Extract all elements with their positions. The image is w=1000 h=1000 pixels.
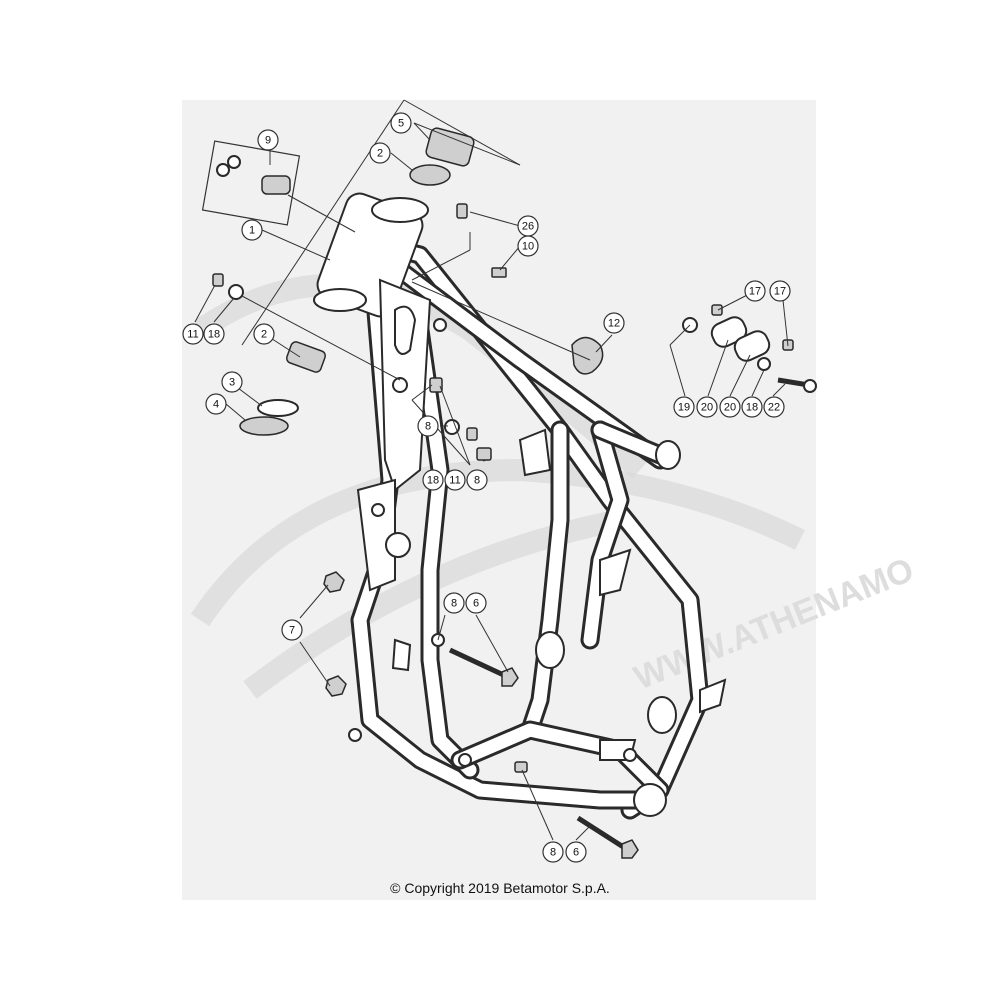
leader-lines — [194, 99, 789, 841]
callout-circle — [444, 469, 466, 491]
callout-label: 18 — [427, 475, 439, 487]
callout-8: 8 — [417, 415, 439, 437]
callout-label: 2 — [377, 148, 383, 160]
callout-20: 20 — [696, 396, 718, 418]
callout-18: 18 — [203, 323, 225, 345]
callout-circle — [673, 396, 695, 418]
callout-circle — [369, 142, 391, 164]
callout-17: 17 — [769, 280, 791, 302]
callout-label: 11 — [449, 475, 460, 487]
callout-22: 22 — [763, 396, 785, 418]
callout-circle — [744, 280, 766, 302]
callout-18: 18 — [741, 396, 763, 418]
callout-circle — [443, 592, 465, 614]
callout-circle — [417, 415, 439, 437]
callout-label: 3 — [229, 377, 235, 389]
callout-label: 26 — [522, 221, 534, 233]
callout-2: 2 — [369, 142, 391, 164]
callout-label: 4 — [213, 399, 219, 411]
callout-circle — [203, 323, 225, 345]
callout-10: 10 — [517, 235, 539, 257]
callout-label: 6 — [573, 847, 579, 859]
callout-8: 8 — [443, 592, 465, 614]
callout-label: 1 — [249, 225, 255, 237]
callout-circle — [465, 592, 487, 614]
callout-circle — [281, 619, 303, 641]
callout-18: 18 — [422, 469, 444, 491]
callout-19: 19 — [673, 396, 695, 418]
callout-label: 19 — [678, 402, 690, 414]
callout-circle — [763, 396, 785, 418]
callout-circle — [603, 312, 625, 334]
callout-8: 8 — [466, 469, 488, 491]
callout-label: 17 — [749, 286, 761, 298]
callout-1: 1 — [241, 219, 263, 241]
callout-label: 22 — [768, 402, 780, 414]
callout-11: 11 — [182, 323, 204, 345]
callout-label: 6 — [473, 598, 479, 610]
callout-label: 17 — [774, 286, 786, 298]
callout-6: 6 — [465, 592, 487, 614]
callout-circle — [253, 323, 275, 345]
callout-label: 8 — [550, 847, 556, 859]
callout-circle — [422, 469, 444, 491]
frame-main — [313, 192, 727, 820]
callout-label: 20 — [701, 402, 713, 414]
callout-circle — [565, 841, 587, 863]
callout-label: 5 — [398, 118, 404, 130]
callout-12: 12 — [603, 312, 625, 334]
callout-label: 10 — [522, 241, 534, 253]
callout-label: 2 — [261, 329, 267, 341]
callout-circle — [542, 841, 564, 863]
callout-2: 2 — [253, 323, 275, 345]
callout-circle — [517, 235, 539, 257]
callout-label: 18 — [208, 329, 220, 341]
callout-3: 3 — [221, 371, 243, 393]
callout-label: 8 — [451, 598, 457, 610]
callout-7: 7 — [281, 619, 303, 641]
callout-circle — [182, 323, 204, 345]
callout-label: 8 — [425, 421, 431, 433]
callout-label: 8 — [474, 475, 480, 487]
callout-5: 5 — [390, 112, 412, 134]
callout-circle — [257, 129, 279, 151]
callout-20: 20 — [719, 396, 741, 418]
callout-circle — [769, 280, 791, 302]
small-parts — [201, 127, 817, 859]
callout-11: 11 — [444, 469, 466, 491]
callout-label: 11 — [187, 329, 198, 341]
callout-circle — [741, 396, 763, 418]
copyright-text: © Copyright 2019 Betamotor S.p.A. — [390, 880, 610, 896]
callout-label: 7 — [289, 625, 295, 637]
callout-8: 8 — [542, 841, 564, 863]
callout-circle — [241, 219, 263, 241]
callout-circle — [221, 371, 243, 393]
callout-label: 9 — [265, 135, 271, 147]
callout-17: 17 — [744, 280, 766, 302]
callout-circle — [205, 393, 227, 415]
callout-4: 4 — [205, 393, 227, 415]
callout-label: 18 — [746, 402, 758, 414]
callout-circle — [719, 396, 741, 418]
callout-label: 20 — [724, 402, 736, 414]
callout-group: 5 2 9 1 26 10 11 18 2 34 12 17 17 19 20 20 18 22 8 18 11 8 8 6 7… — [182, 112, 791, 863]
callout-26: 26 — [517, 215, 539, 237]
callout-circle — [466, 469, 488, 491]
callout-label: 12 — [608, 318, 620, 330]
callout-6: 6 — [565, 841, 587, 863]
callout-circle — [390, 112, 412, 134]
callout-circle — [696, 396, 718, 418]
callout-9: 9 — [257, 129, 279, 151]
